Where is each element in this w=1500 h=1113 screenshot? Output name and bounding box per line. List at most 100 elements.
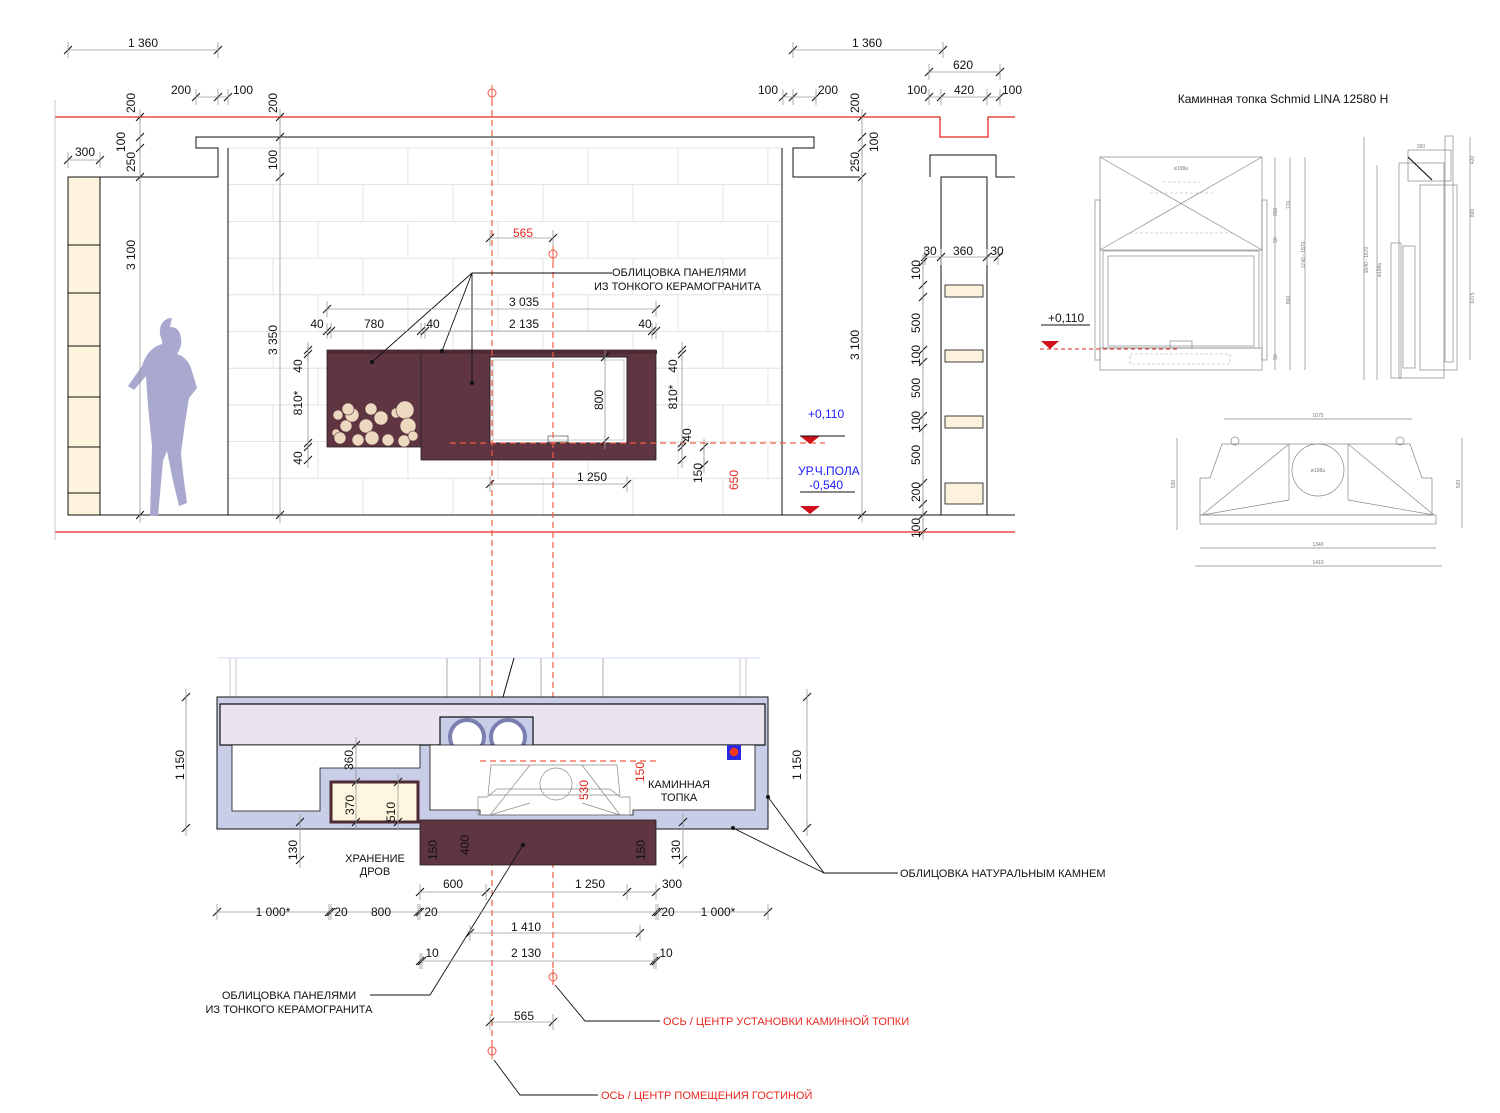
dim-label: 1 000* (701, 905, 736, 919)
dim-label: 810* (666, 384, 680, 409)
dim-label: 40 (680, 428, 694, 442)
log (339, 419, 353, 433)
elevation-dimension-lines (63, 42, 1005, 540)
column-top-profile (929, 154, 1015, 178)
tiny-dim: 50 (1273, 237, 1279, 243)
red-dim-label: 530 (577, 780, 591, 800)
tiny-dim: 800 (1286, 296, 1292, 305)
insert-title: Каминная топка Schmid LINA 12580 H (1178, 92, 1389, 106)
dim-label: 600 (443, 877, 463, 891)
dim-label: 1 250 (575, 877, 605, 891)
dim-label: 20 (334, 905, 348, 919)
dim-label: 150 (634, 840, 648, 860)
panel-label-leader-plan (370, 844, 524, 996)
plan-labels: 1 150 1 150 360 370 510 130 150 400 150 … (173, 750, 1106, 1102)
dim-label: 100 (909, 411, 923, 431)
dim-label: 200 (171, 83, 191, 97)
dim-label: 3 100 (848, 330, 862, 360)
tiny-dim: 530 (1171, 480, 1177, 489)
dim-label: 40 (291, 451, 305, 465)
log (358, 418, 374, 434)
tiny-dim: ø198a (1377, 263, 1383, 277)
insert-front-view: +0,110 ø198a 770 350 50 800 50 1740 - 18… (1040, 156, 1307, 371)
axis-offset-dim: 565 (513, 226, 533, 240)
dim-label: 40 (638, 317, 652, 331)
stone-label-leader (767, 796, 898, 874)
storage-label-line2: ДРОВ (360, 866, 390, 878)
dim-label: 100 (233, 83, 253, 97)
fireplace-cladding-elevation (326, 349, 657, 461)
plan-dimension-lines (181, 689, 812, 1030)
dim-label: 1 150 (173, 750, 187, 780)
dim-label: 500 (909, 445, 923, 465)
storage-label-line1: ХРАНЕНИЕ (345, 853, 405, 865)
firewood-storage (329, 780, 420, 824)
log (332, 409, 344, 421)
centerline-icon (487, 1043, 497, 1059)
firebox-label-line1: КАМИННАЯ (648, 779, 710, 791)
firebox-chamber (429, 744, 756, 816)
firewood-logs (331, 400, 419, 448)
dim-label: 130 (286, 840, 300, 860)
dim-label: 40 (426, 317, 440, 331)
level-marker-icon (800, 436, 820, 444)
dim-label: 10 (425, 946, 439, 960)
dim-label: 1 410 (511, 920, 541, 934)
red-dim-label: 150 (633, 762, 647, 782)
dim-label: 1 150 (790, 750, 804, 780)
dim-label: 300 (662, 877, 682, 891)
level-insert: +0,110 (808, 407, 844, 421)
axis-insert-label: ОСЬ / ЦЕНТР УСТАНОВКИ КАМИННОЙ ТОПКИ (663, 1015, 909, 1028)
stone-label: ОБЛИЦОВКА НАТУРАЛЬНЫМ КАМНЕМ (900, 868, 1106, 880)
porcelain-cladding-plan (419, 819, 657, 866)
dim-label: 30 (923, 244, 937, 258)
centerline-icon (548, 969, 558, 985)
ceiling-slab-line (55, 116, 1015, 138)
tiny-dim: 1740 - 1870 (1301, 241, 1307, 268)
firebox-label-line2: ТОПКА (661, 792, 698, 804)
dim-label: 370 (343, 795, 357, 815)
axis-insert-leader (554, 984, 660, 1022)
dim-label: 100 (907, 83, 927, 97)
level-floor-label: УР.Ч.ПОЛА (798, 464, 860, 478)
tiny-dim: 520 (1456, 480, 1462, 489)
axis-room-leader (493, 1059, 598, 1096)
dim-label: 40 (291, 359, 305, 373)
firebox-plan (477, 764, 631, 816)
centerline-icon (548, 246, 558, 262)
dim-label: 100 (114, 132, 128, 152)
dim-label: 500 (909, 313, 923, 333)
tiny-dim: 420 (1470, 156, 1476, 165)
insert-level: +0,110 (1048, 311, 1084, 325)
tiny-dim: 1075 (1470, 292, 1476, 303)
axis-symbols (487, 85, 558, 1059)
dim-label: 100 (758, 83, 778, 97)
left-niche (231, 744, 421, 812)
log (364, 430, 380, 446)
tiny-dim: 350 (1417, 144, 1426, 150)
dim-label: 2 135 (509, 317, 539, 331)
dim-label: 500 (909, 378, 923, 398)
level-floor: -0,540 (809, 478, 843, 492)
fireplace-glass (489, 356, 628, 444)
dim-label: 780 (364, 317, 384, 331)
brick-wall (227, 147, 782, 516)
panel-label-line2: ИЗ ТОНКОГО КЕРАМОГРАНИТА (594, 281, 762, 293)
dim-label: 30 (990, 244, 1004, 258)
panel-label-line2: ИЗ ТОНКОГО КЕРАМОГРАНИТА (206, 1004, 374, 1016)
dim-label: 250 (124, 152, 138, 172)
dim-label: 200 (909, 482, 923, 502)
log (395, 400, 415, 420)
dim-label: 1 250 (577, 470, 607, 484)
dim-label: 3 100 (124, 240, 138, 270)
tiny-dim: 800 (1470, 209, 1476, 218)
log (407, 430, 419, 442)
tiny-dim: 350 (1273, 208, 1279, 217)
dim-label: 250 (848, 152, 862, 172)
dim-label: 1 360 (852, 36, 882, 50)
dim-label: 200 (818, 83, 838, 97)
dim-label: 800 (592, 390, 606, 410)
dim-label: 150 (426, 840, 440, 860)
